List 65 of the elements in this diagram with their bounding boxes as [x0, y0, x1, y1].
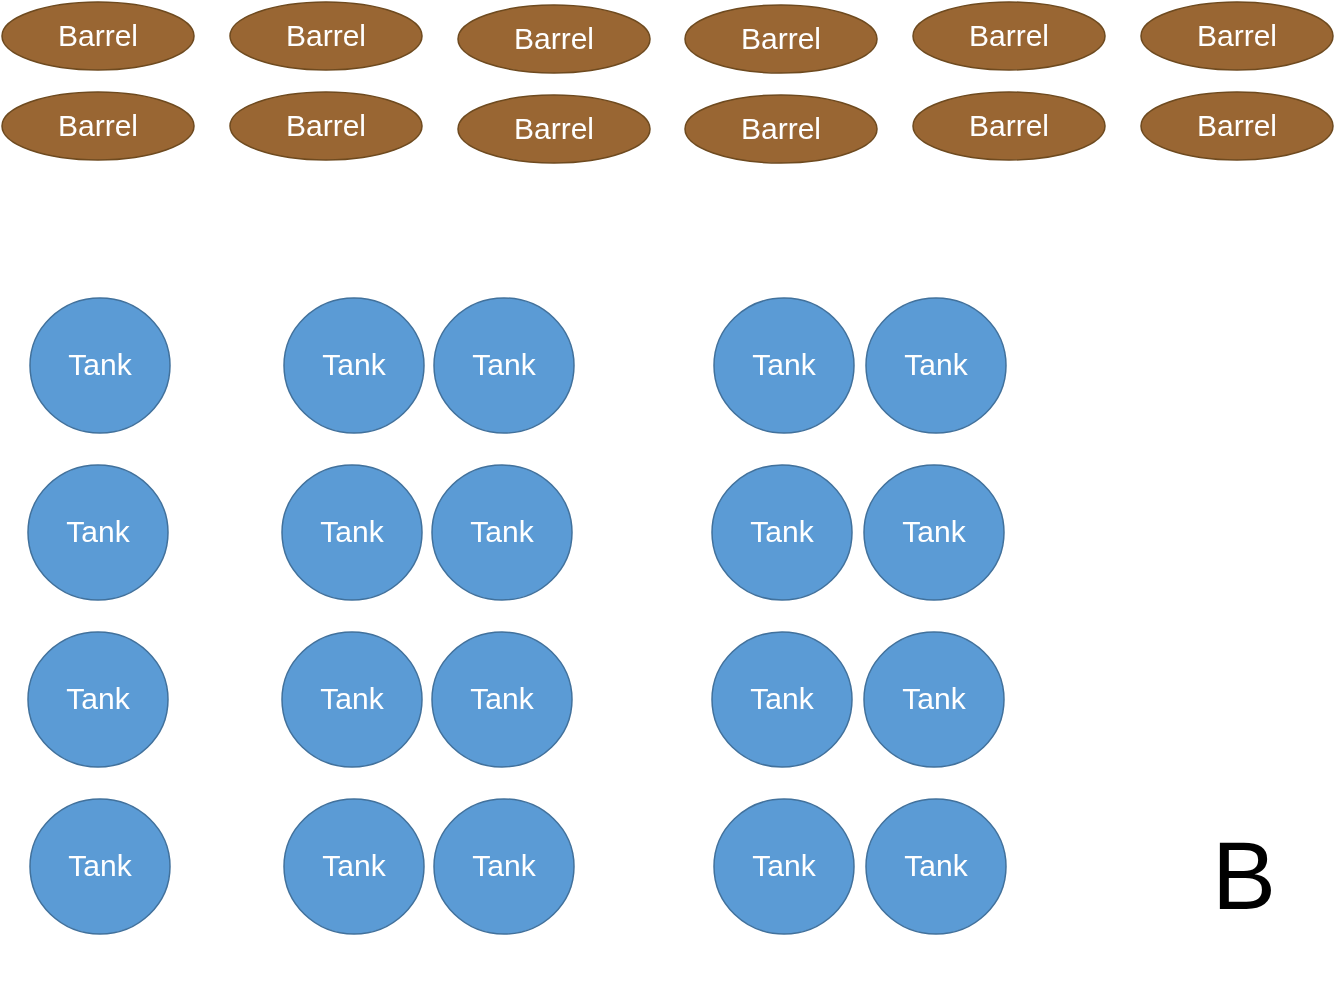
node-label: Tank — [752, 851, 816, 881]
node-label: Tank — [750, 517, 814, 547]
node-label: Barrel — [1197, 21, 1277, 51]
tank-circle — [433, 296, 575, 434]
node-label: Tank — [470, 684, 534, 714]
panel-letter: B — [1212, 828, 1277, 924]
node-label: Tank — [68, 851, 132, 881]
node-label: Tank — [902, 517, 966, 547]
node-label: Tank — [904, 350, 968, 380]
node-label: Tank — [66, 517, 130, 547]
tank-circle — [711, 463, 853, 601]
barrel-ellipse — [912, 1, 1106, 71]
node-label: Tank — [470, 517, 534, 547]
node-label: Barrel — [1197, 111, 1277, 141]
node-label: Tank — [68, 350, 132, 380]
tank-circle — [431, 630, 573, 768]
barrel-ellipse — [229, 1, 423, 71]
barrel-ellipse — [457, 94, 651, 164]
node-label: Barrel — [286, 111, 366, 141]
node-label: Tank — [66, 684, 130, 714]
tank-circle — [431, 463, 573, 601]
node-label: Barrel — [58, 21, 138, 51]
tank-circle — [283, 797, 425, 935]
node-label: Tank — [472, 851, 536, 881]
tank-circle — [863, 630, 1005, 768]
barrel-ellipse — [1, 1, 195, 71]
node-label: Tank — [472, 350, 536, 380]
barrel-ellipse — [684, 4, 878, 74]
barrel-ellipse — [1, 91, 195, 161]
node-label: Tank — [752, 350, 816, 380]
node-label: Barrel — [969, 21, 1049, 51]
barrel-ellipse — [684, 94, 878, 164]
tank-circle — [433, 797, 575, 935]
node-label: Barrel — [514, 24, 594, 54]
barrel-ellipse — [229, 91, 423, 161]
barrel-ellipse — [457, 4, 651, 74]
tank-circle — [29, 296, 171, 434]
tank-circle — [713, 797, 855, 935]
node-label: Tank — [904, 851, 968, 881]
node-label: Tank — [750, 684, 814, 714]
node-label: Tank — [322, 851, 386, 881]
barrel-ellipse — [912, 91, 1106, 161]
tank-circle — [865, 296, 1007, 434]
tank-circle — [863, 463, 1005, 601]
tank-circle — [281, 630, 423, 768]
tank-circle — [865, 797, 1007, 935]
tank-circle — [29, 797, 171, 935]
tank-circle — [27, 463, 169, 601]
barrel-ellipse — [1140, 1, 1334, 71]
node-label: Barrel — [741, 114, 821, 144]
node-label: Barrel — [969, 111, 1049, 141]
tank-circle — [283, 296, 425, 434]
barrel-ellipse — [1140, 91, 1334, 161]
node-label: Tank — [320, 684, 384, 714]
node-label: Tank — [322, 350, 386, 380]
tank-circle — [711, 630, 853, 768]
tank-circle — [281, 463, 423, 601]
node-label: Barrel — [514, 114, 594, 144]
tank-circle — [27, 630, 169, 768]
node-label: Barrel — [286, 21, 366, 51]
node-label: Barrel — [741, 24, 821, 54]
node-label: Barrel — [58, 111, 138, 141]
tank-circle — [713, 296, 855, 434]
node-label: Tank — [902, 684, 966, 714]
node-label: Tank — [320, 517, 384, 547]
